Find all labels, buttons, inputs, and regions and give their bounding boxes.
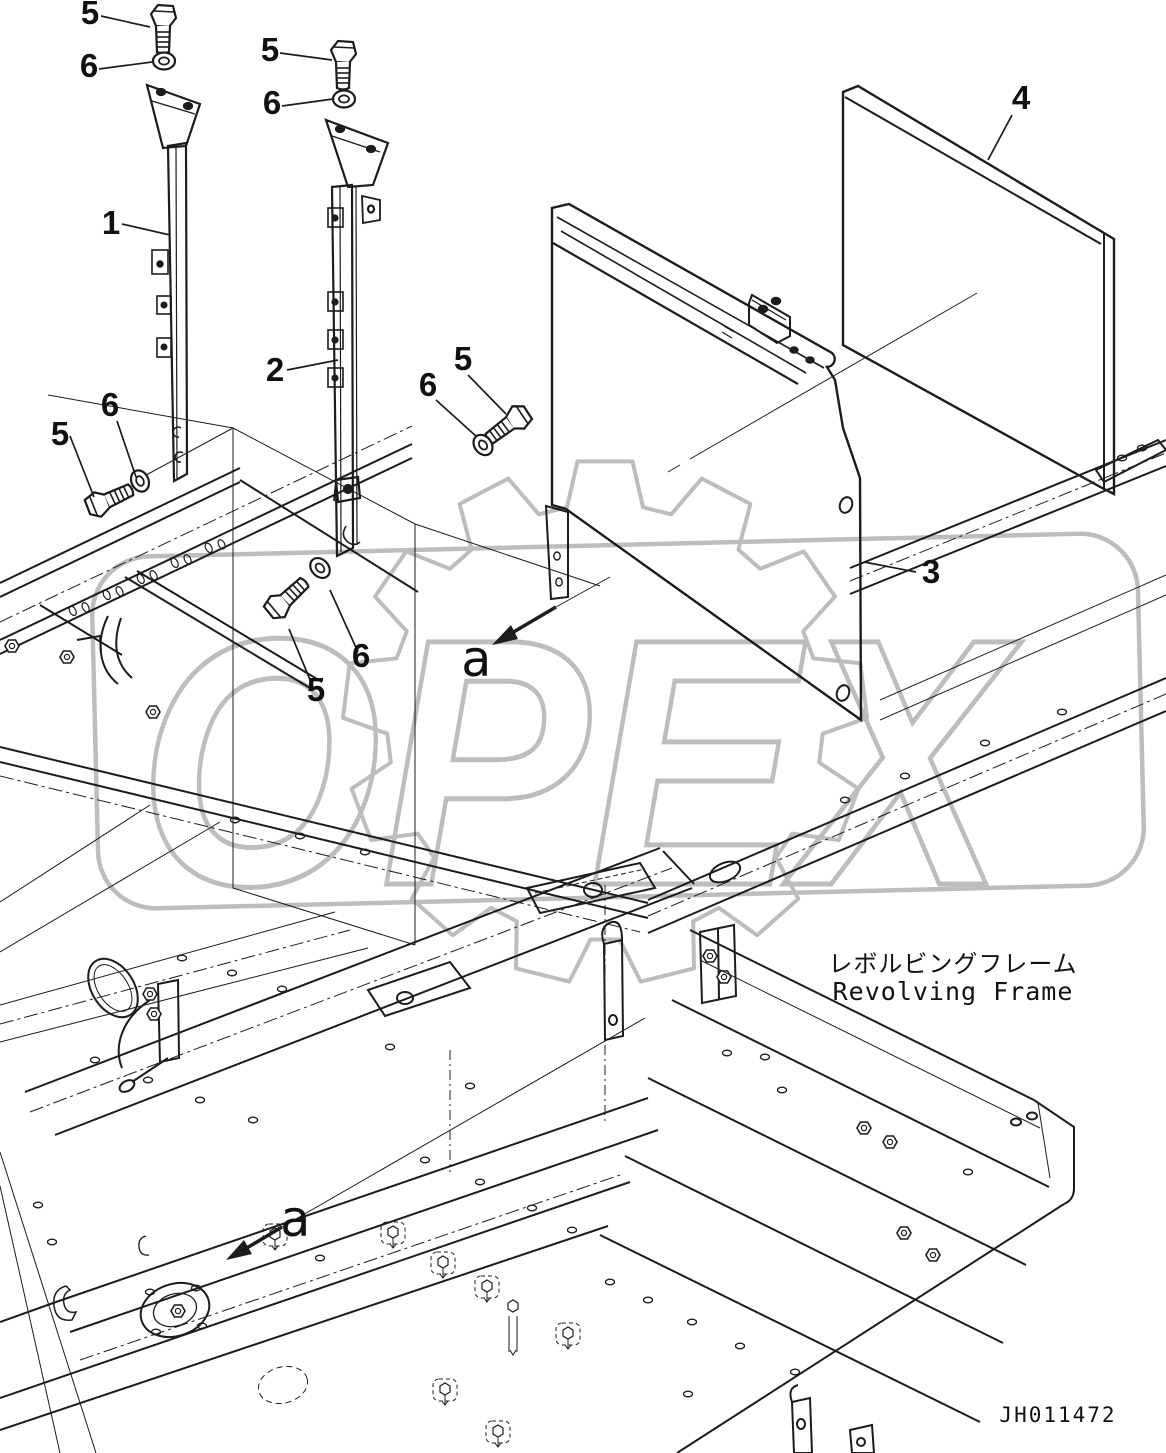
part-4-cover: [841, 84, 1116, 496]
part-1-bracket: [145, 83, 202, 483]
callout-6c: 6: [101, 386, 119, 423]
callout-6b: 6: [263, 84, 281, 121]
opex-watermark: OPEX: [90, 459, 1146, 984]
callout-4: 4: [1012, 79, 1031, 116]
bolt-5-topleft: [149, 3, 178, 55]
washer-6-topleft: [151, 51, 177, 71]
callout-5b: 5: [261, 31, 279, 68]
revolving-frame-lineart: [0, 394, 1166, 1453]
callout-1: 1: [102, 204, 120, 241]
near-left-rail: [0, 746, 649, 953]
gear-icon: [341, 459, 869, 984]
part-2-bracket: [324, 118, 390, 558]
callout-leaders: [69, 15, 1013, 688]
part-3-panel: [544, 202, 863, 723]
callout-5e: 5: [307, 671, 325, 708]
callout-5c: 5: [51, 415, 69, 452]
bolt-5-second: [329, 39, 358, 91]
callout-3: 3: [922, 553, 940, 590]
callout-6d: 6: [419, 366, 437, 403]
long-bolt-symbol: [507, 1299, 519, 1356]
upper-left-truss: [0, 425, 419, 719]
mid-deck: [0, 911, 476, 1124]
title-japanese: レボルビングフレーム: [828, 950, 1077, 978]
callout-2: 2: [266, 351, 284, 388]
center-beam: [24, 847, 738, 1136]
view-label-a-top: a: [461, 630, 491, 688]
section-arrows: [226, 292, 978, 1260]
bolt-5-midleft: [81, 476, 139, 522]
drawing-number: JH011472: [999, 1403, 1116, 1427]
washer-6-second: [331, 89, 357, 109]
title-english: Revolving Frame: [833, 977, 1074, 1006]
callout-6a: 6: [80, 47, 98, 84]
ghost-plane: [47, 394, 601, 946]
view-label-a-bottom: a: [280, 1190, 310, 1248]
watermark-text: OPEX: [138, 565, 1022, 959]
callout-5a: 5: [81, 0, 99, 31]
bottom-left-deck: [0, 1050, 876, 1453]
callout-6e: 6: [352, 637, 370, 674]
bottom-right-box: [599, 929, 1075, 1453]
callout-5d: 5: [454, 340, 472, 377]
